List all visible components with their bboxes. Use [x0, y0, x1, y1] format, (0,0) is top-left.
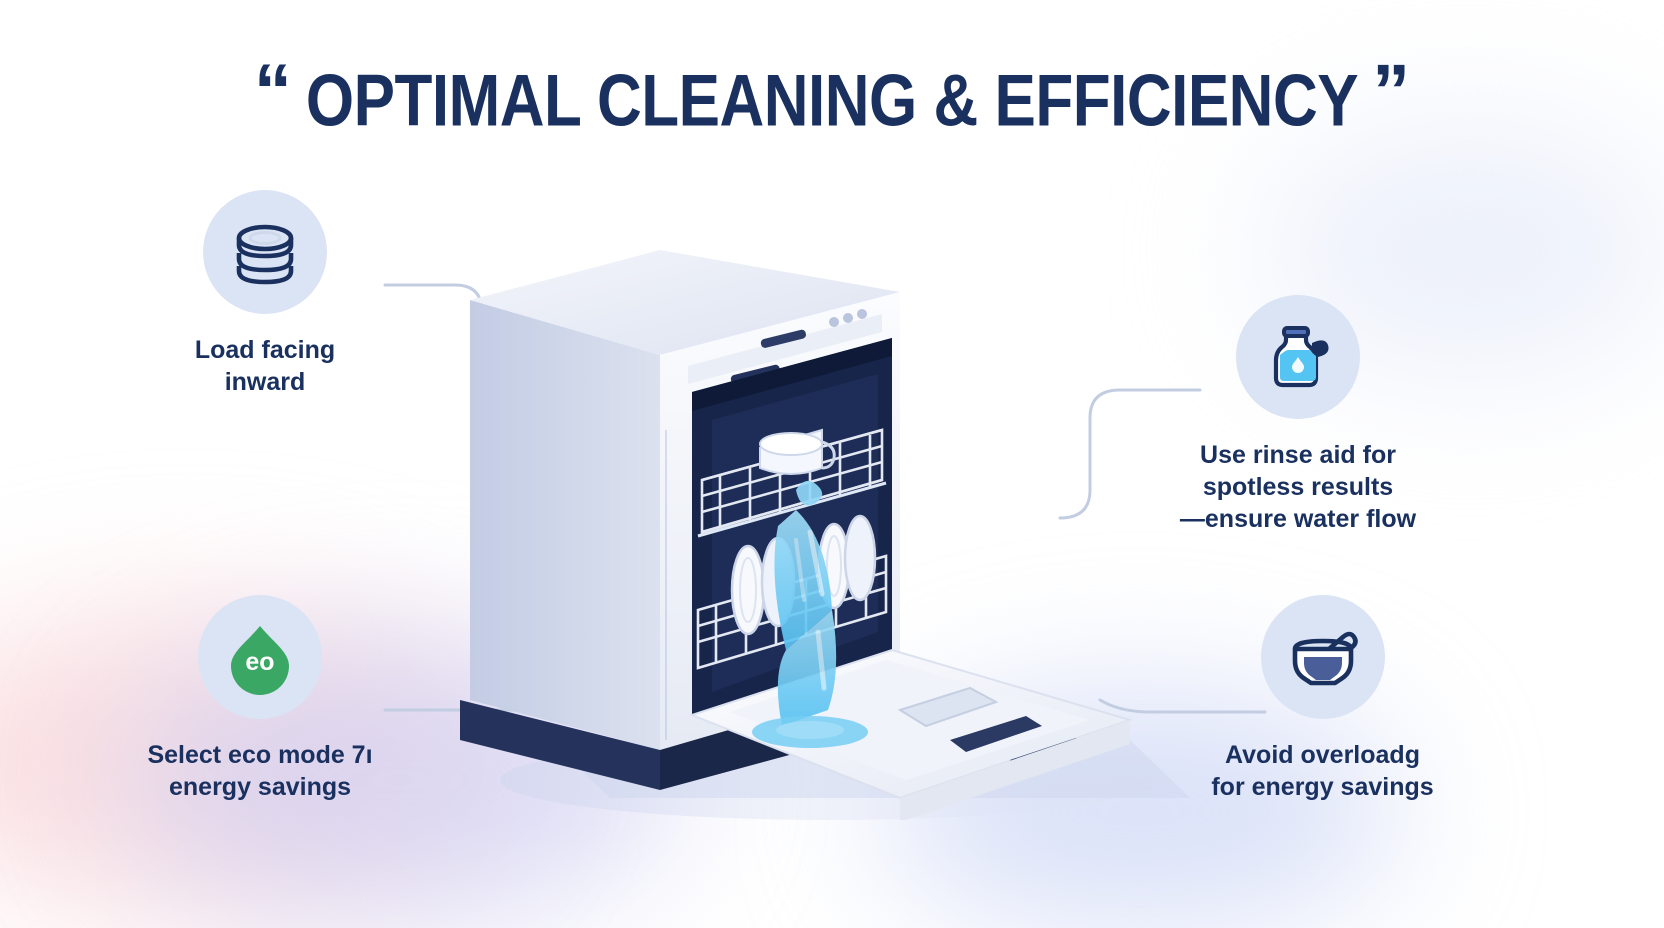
stacked-plates-icon [236, 224, 294, 285]
icon-circle-eco-mode: eo [198, 595, 322, 719]
callout-label-avoid-overload: Avoid overloadg for energy savings [1190, 739, 1455, 803]
label-line: —ensure water flow [1179, 505, 1417, 533]
page-title: “OPTIMAL CLEANING & EFFICIENCY” [0, 49, 1664, 145]
label-line: Load facing [194, 336, 336, 364]
open-dishwasher-illustration [460, 250, 1190, 820]
icon-circle-rinse-aid [1236, 295, 1360, 419]
callout-load-facing-inward[interactable]: Load facing inward [140, 190, 390, 398]
callout-label-load-facing: Load facing inward [140, 334, 390, 398]
callout-avoid-overload[interactable]: Avoid overloadg for energy savings [1190, 595, 1455, 803]
label-line: Select eco mode 7ı [147, 741, 373, 769]
label-line: spotless results [1202, 473, 1394, 501]
open-quote-mark: “ [253, 49, 292, 134]
eco-leaf-icon: eo [231, 626, 289, 695]
label-line: Avoid overloadg [1225, 741, 1420, 769]
bowl-with-spoon-icon [1292, 631, 1358, 686]
callout-eco-mode[interactable]: eo Select eco mode 7ı energy savings [110, 595, 410, 803]
label-line: inward [224, 368, 306, 396]
label-line: Use rinse aid for [1200, 441, 1396, 469]
label-line: for energy savings [1211, 773, 1434, 801]
close-quote-mark: ” [1372, 49, 1411, 134]
callout-rinse-aid[interactable]: Use rinse aid for spotless results —ensu… [1148, 295, 1448, 535]
rinse-aid-bottle-icon [1273, 326, 1329, 388]
eco-icon-text: eo [245, 648, 274, 676]
icon-circle-load-facing [203, 190, 327, 314]
icon-circle-avoid-overload [1260, 595, 1385, 719]
title-text: OPTIMAL CLEANING & EFFICIENCY [305, 60, 1359, 143]
callout-label-rinse-aid: Use rinse aid for spotless results —ensu… [1148, 439, 1448, 535]
label-line: energy savings [168, 773, 352, 801]
callout-label-eco-mode: Select eco mode 7ı energy savings [110, 739, 410, 803]
